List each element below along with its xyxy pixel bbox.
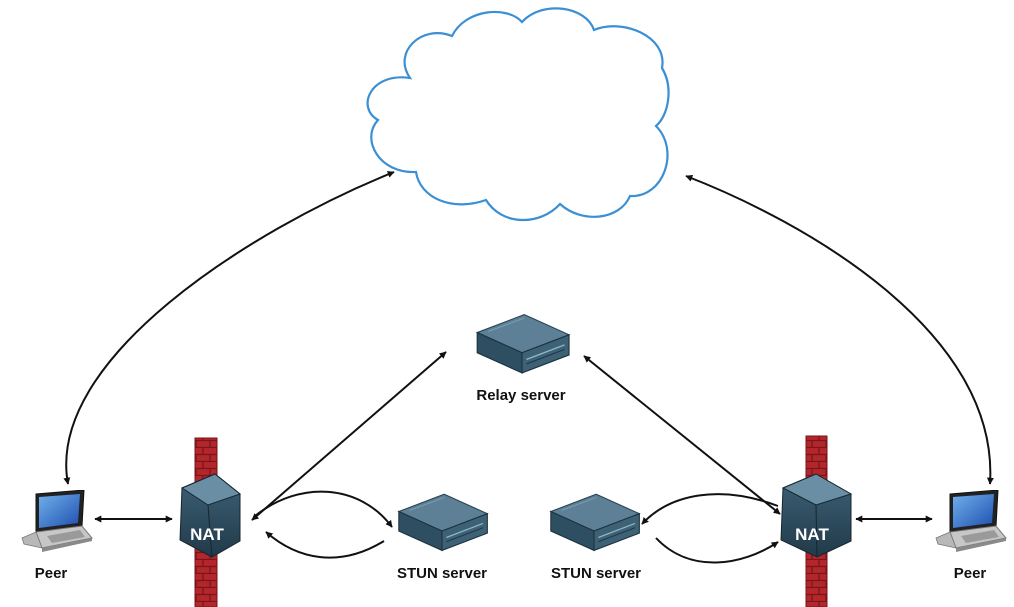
relay-server-icon	[476, 313, 570, 374]
nat-right-icon	[780, 473, 853, 558]
arrow-peer-right-cloud	[685, 175, 994, 485]
relay-server-node: Relay server	[476, 313, 570, 404]
connection-arrows	[63, 171, 994, 564]
nat-left-icon	[179, 473, 242, 558]
stun-server-right-icon	[550, 493, 641, 552]
stun-server-right-label: STUN server	[551, 565, 641, 582]
arrow-stun-to-nat-right	[655, 537, 779, 564]
peer-right-node: Peer	[935, 490, 1007, 582]
stun-server-left-icon	[398, 493, 489, 552]
stun-server-left-label: STUN server	[397, 565, 487, 582]
stun-server-left-node: STUN server	[397, 493, 489, 582]
internet-cloud-icon	[366, 7, 670, 222]
arrow-nat-left-relay	[251, 351, 447, 521]
stun-server-right-node: STUN server	[550, 493, 641, 582]
peer-right-laptop-icon	[935, 490, 1007, 553]
arrow-stun-to-nat-left	[265, 531, 385, 559]
relay-server-label: Relay server	[476, 387, 565, 404]
peer-left-node: Peer	[21, 490, 93, 582]
nat-right-node: NAT	[780, 473, 853, 558]
nat-left-node: NAT	[179, 473, 242, 558]
nat-left-label: NAT	[190, 525, 224, 544]
arrow-nat-left-to-stun	[254, 490, 393, 528]
peer-left-laptop-icon	[21, 490, 93, 553]
arrow-nat-right-to-stun	[641, 493, 779, 525]
peer-left-label: Peer	[35, 565, 68, 582]
peer-right-label: Peer	[954, 565, 987, 582]
nat-right-label: NAT	[795, 525, 829, 544]
arrow-peer-left-cloud	[63, 171, 395, 485]
arrow-relay-nat-right	[583, 355, 781, 515]
